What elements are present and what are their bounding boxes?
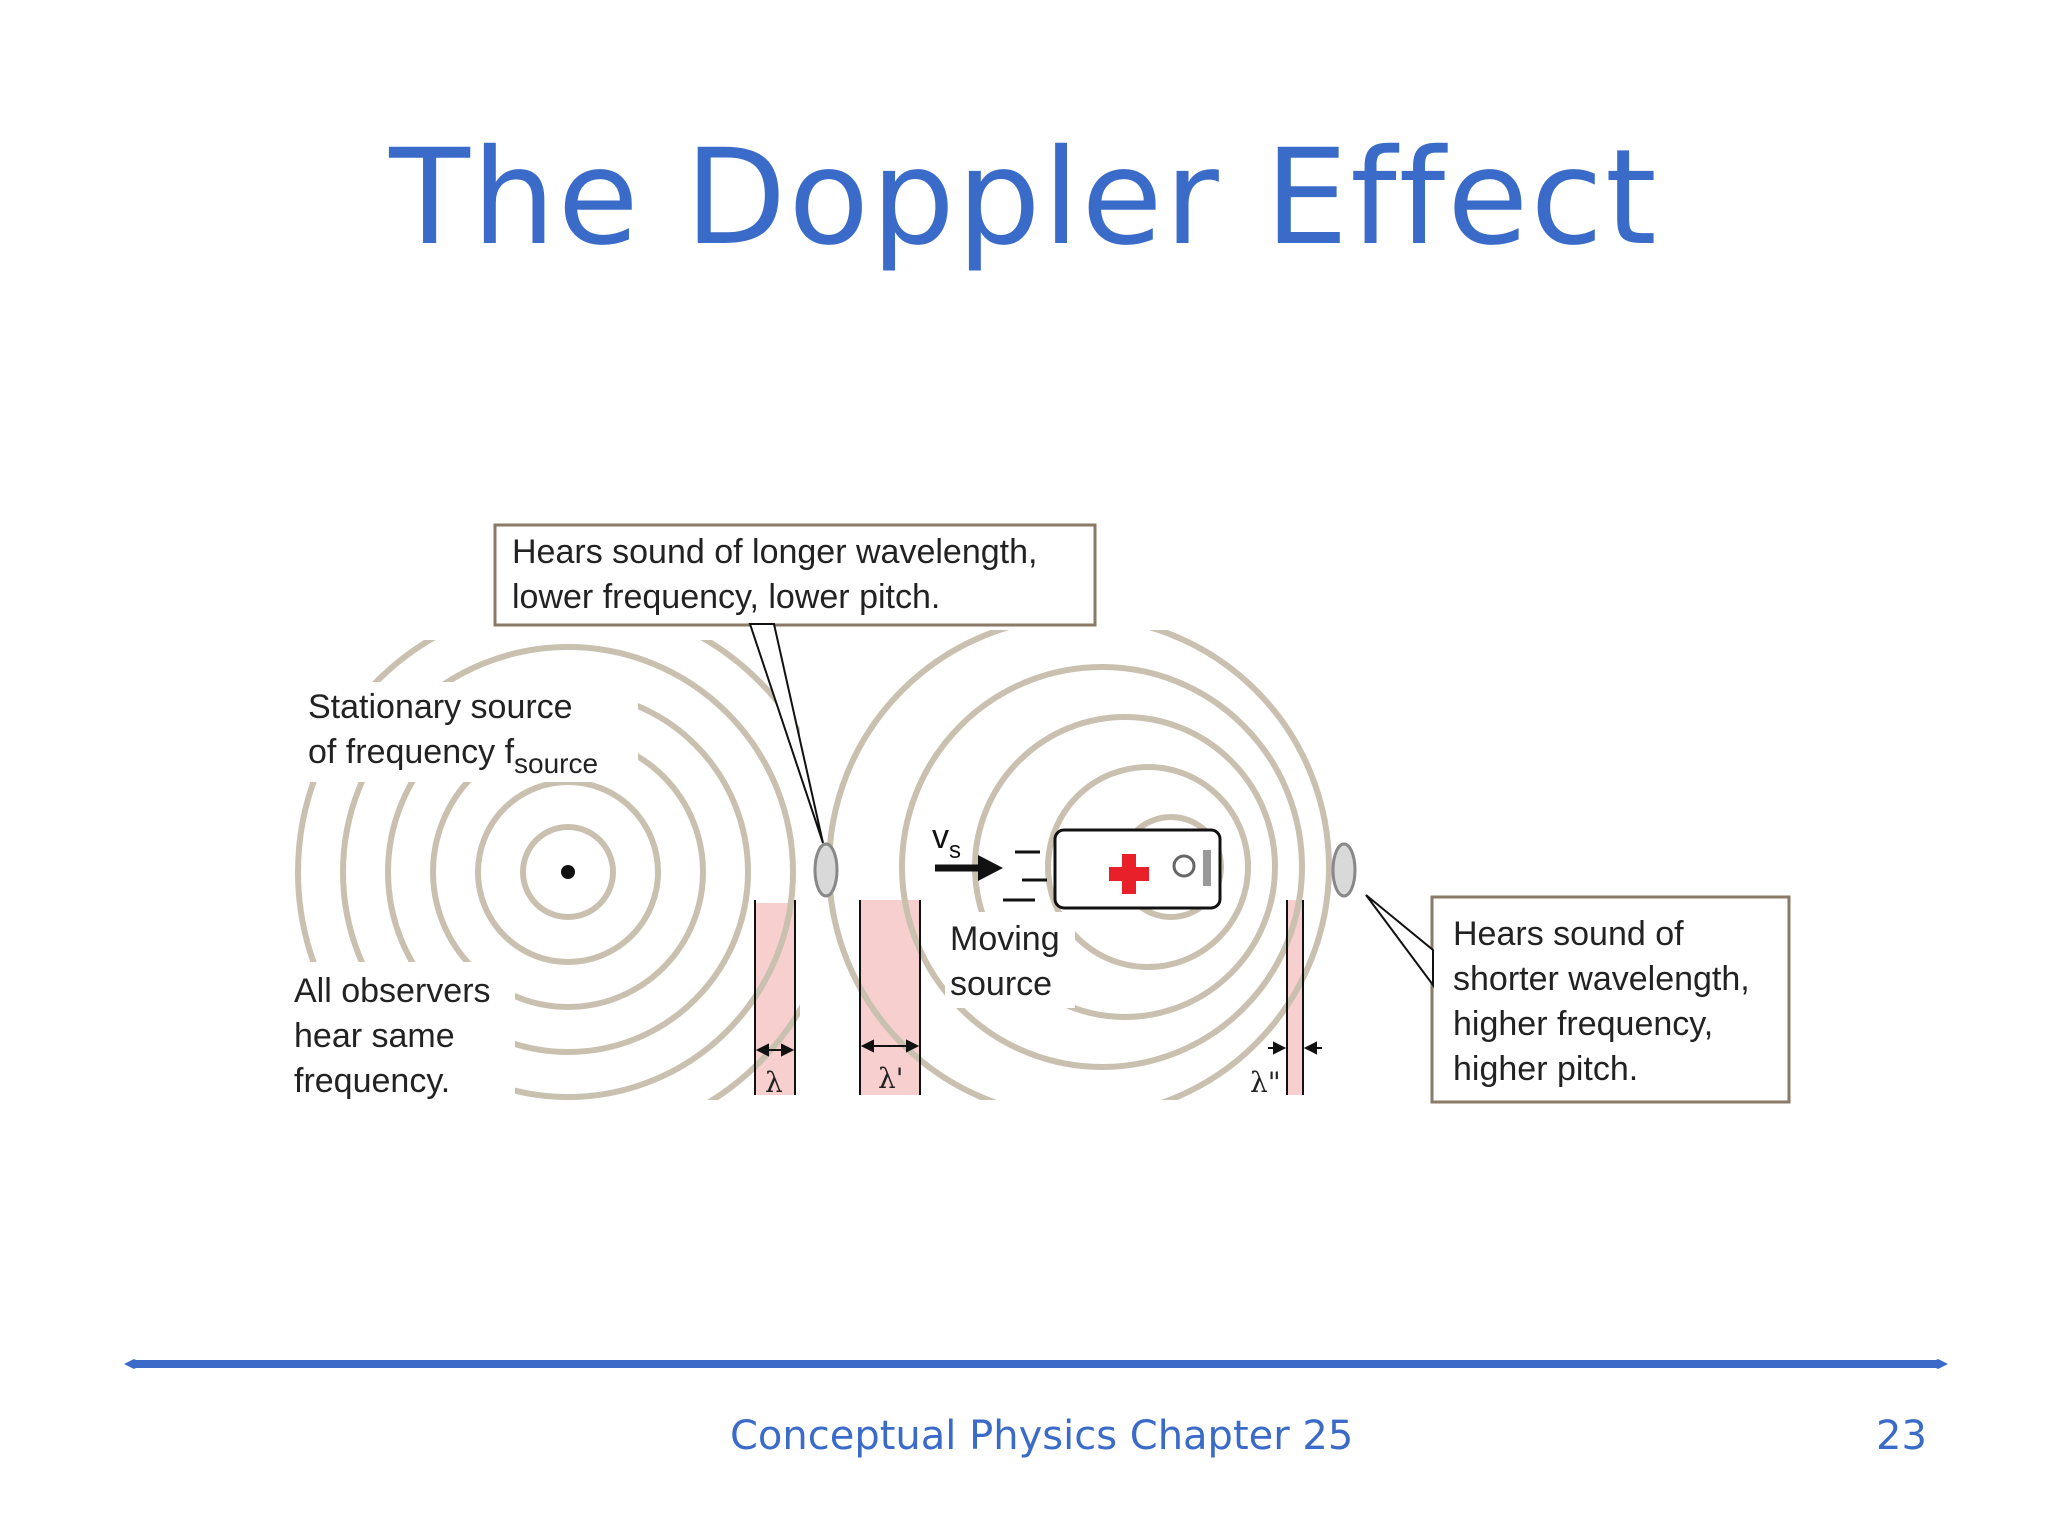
callout-box-left bbox=[493, 523, 1097, 627]
wavelength-label-lambda-double-prime: λ" bbox=[1250, 1066, 1281, 1099]
stationary-source-label: Stationary source of frequency fsource bbox=[308, 688, 598, 779]
callout-pointer-right bbox=[1365, 894, 1434, 989]
observers-label: All observers hear same frequency. bbox=[294, 972, 500, 1100]
velocity-label: vs bbox=[932, 818, 961, 864]
rule-left-diamond-icon bbox=[124, 1359, 144, 1369]
red-cross-icon bbox=[1109, 854, 1149, 894]
callout-pointer-left bbox=[748, 623, 824, 844]
wavelength-markers bbox=[754, 900, 1322, 1095]
stationary-source-dot bbox=[561, 865, 575, 879]
wavelength-label-lambda: λ bbox=[765, 1066, 783, 1099]
siren-icon bbox=[1172, 854, 1196, 878]
ambulance bbox=[1003, 828, 1222, 910]
wavelength-label-lambda-prime: λ' bbox=[878, 1062, 903, 1095]
callout-box-right bbox=[1430, 895, 1791, 1104]
rule-right-diamond-icon bbox=[1928, 1359, 1948, 1369]
footer-rule bbox=[124, 1359, 1948, 1369]
moving-source-label: Moving source bbox=[950, 920, 1069, 1003]
left-observer-ear bbox=[813, 842, 839, 898]
footer-course: Conceptual Physics Chapter 25 bbox=[730, 1413, 1354, 1459]
slide-number: 23 bbox=[1876, 1413, 1927, 1459]
velocity-arrow bbox=[935, 855, 1003, 881]
right-observer-ear bbox=[1331, 842, 1357, 898]
callout-left-text: Hears sound of longer wavelength, lower … bbox=[512, 533, 1047, 616]
callout-right-text: Hears sound of shorter wavelength, highe… bbox=[1453, 915, 1759, 1088]
slide-title: The Doppler Effect bbox=[389, 121, 1659, 275]
